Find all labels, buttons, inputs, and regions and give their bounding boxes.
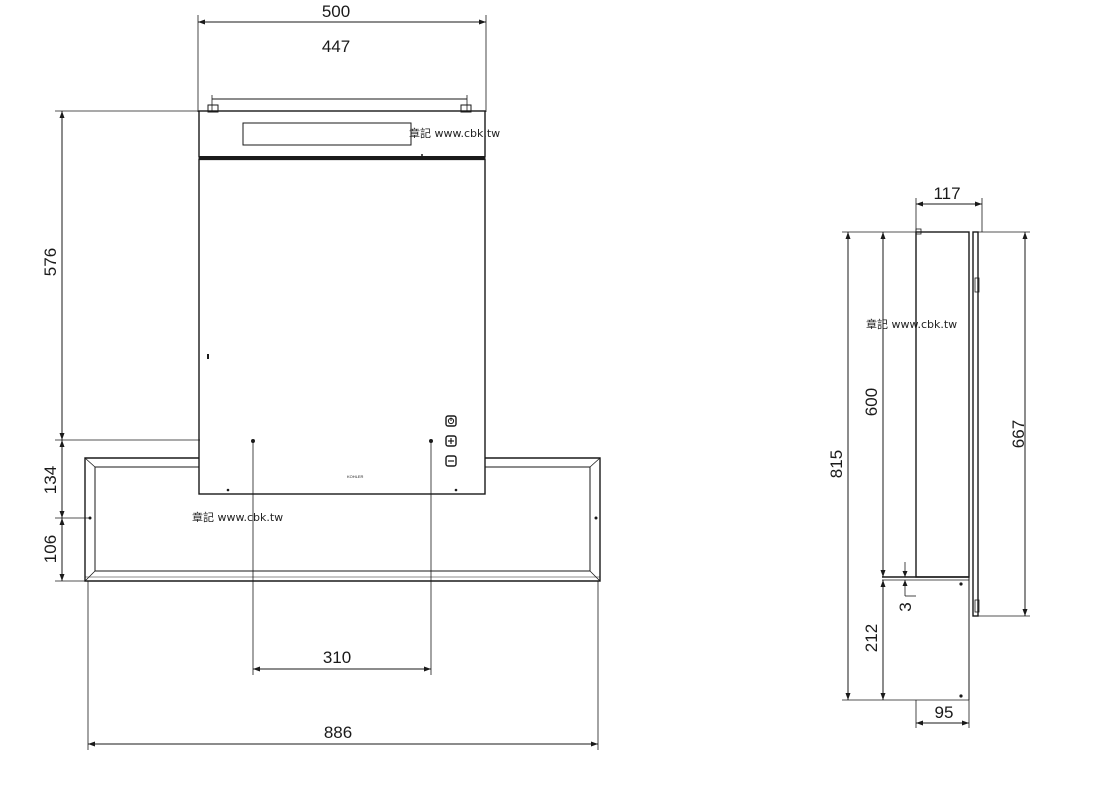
- power-button: [445, 415, 457, 427]
- dim-600: 600: [862, 388, 881, 416]
- minus-button: [445, 455, 457, 467]
- dim-310: 310: [323, 648, 351, 667]
- dim-447: 447: [322, 37, 350, 56]
- brand-mark: KOHLER: [347, 474, 364, 479]
- side-view: [882, 228, 980, 700]
- watermark-side: 章記 www.cbk.tw: [866, 317, 957, 331]
- frame-inner: [94, 466, 591, 572]
- frame-outer: [84, 457, 601, 582]
- dim-95: 95: [935, 703, 954, 722]
- front-dimensions: 500 447 576 134 106 310 886: [41, 2, 599, 750]
- side-marker: [207, 354, 209, 359]
- dim-3: 3: [896, 602, 915, 611]
- mount-tab-left: [207, 104, 219, 113]
- watermark-left: 章記 www.cbk.tw: [192, 510, 283, 524]
- dim-667: 667: [1009, 420, 1028, 448]
- side-front-panel: [972, 231, 979, 617]
- main-body: [198, 158, 486, 495]
- plus-button: [445, 435, 457, 447]
- dim-117: 117: [933, 184, 960, 203]
- front-view: KOHLER: [84, 95, 601, 582]
- dim-576: 576: [41, 248, 60, 276]
- bottom-screw-left: [226, 488, 230, 492]
- watermark-top: 章記 www.cbk.tw: [409, 126, 500, 140]
- dim-106: 106: [41, 535, 60, 563]
- dim-212: 212: [862, 624, 881, 652]
- dim-134: 134: [41, 466, 60, 494]
- dim-886: 886: [324, 723, 352, 742]
- display-slot: [242, 122, 412, 146]
- dim-500: 500: [322, 2, 350, 21]
- bottom-screw-right: [454, 488, 458, 492]
- side-body: [915, 231, 970, 578]
- mount-tab-right: [460, 104, 472, 113]
- dim-815: 815: [827, 450, 846, 478]
- side-dimensions: 117 815 600 212 3 667 95: [827, 184, 1030, 728]
